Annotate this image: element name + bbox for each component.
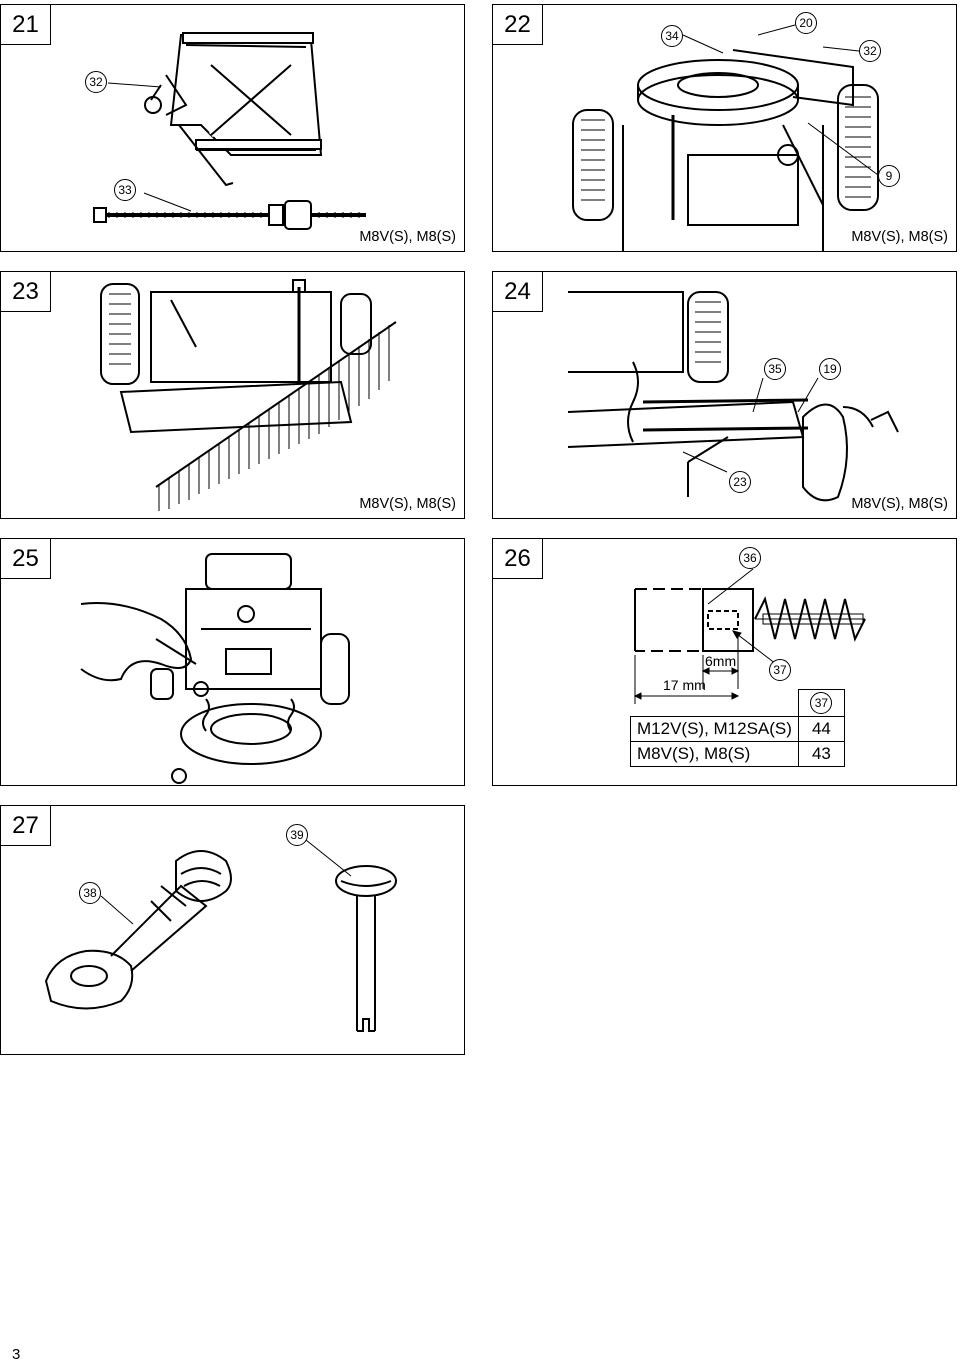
figure-22-illustration <box>572 24 879 251</box>
brush-limit-dimension: 6mm <box>705 653 737 669</box>
callout-9: 9 <box>878 165 900 187</box>
callout-32: 32 <box>85 71 107 93</box>
figure-27-illustration <box>44 835 397 1032</box>
callout-19: 19 <box>819 358 841 380</box>
callout-23: 23 <box>729 471 751 493</box>
figure-24-panel: 24 35 19 23 M8V(S), M8(S) <box>492 271 957 519</box>
figure-21-illustration <box>93 32 366 230</box>
callout-34: 34 <box>661 25 683 47</box>
figure-22-panel: 22 34 20 32 9 M8V(S), M8(S) <box>492 4 957 252</box>
model-label: M8V(S), M8(S) <box>359 496 456 512</box>
callout-39: 39 <box>286 824 308 846</box>
figure-number: 23 <box>1 272 51 312</box>
callout-35: 35 <box>764 358 786 380</box>
callout-32: 32 <box>859 40 881 62</box>
figure-number: 25 <box>1 539 51 579</box>
figure-25-illustration <box>80 553 350 784</box>
figure-24-illustration <box>567 291 899 502</box>
callout-33: 33 <box>114 179 136 201</box>
callout-38: 38 <box>79 882 101 904</box>
figure-21-panel: 21 32 33 M8V(S), M8(S) <box>0 4 465 252</box>
figure-number: 22 <box>493 5 543 45</box>
model-label: M8V(S), M8(S) <box>359 229 456 245</box>
table-cell-value: 43 <box>797 741 845 767</box>
figure-25-panel: 25 <box>0 538 465 786</box>
table-cell-value: 44 <box>797 716 845 742</box>
table-header-callout-37: 37 <box>810 692 833 714</box>
table-row: M12V(S), M12SA(S) 44 <box>630 716 845 742</box>
figure-26-panel: 26 36 37 6mm 17 mm 37 M12V(S), M12SA(S) … <box>492 538 957 786</box>
figure-23-panel: 23 M8V(S), M8(S) <box>0 271 465 519</box>
callout-37: 37 <box>769 659 791 681</box>
model-label: M8V(S), M8(S) <box>851 496 948 512</box>
callout-20: 20 <box>795 12 817 34</box>
figure-27-panel: 27 38 39 <box>0 805 465 1055</box>
table-header-row: 37 <box>631 689 845 717</box>
brush-length-dimension: 17 mm <box>663 677 706 693</box>
model-label: M8V(S), M8(S) <box>851 229 948 245</box>
table-cell-model: M8V(S), M8(S) <box>630 741 799 767</box>
callout-36: 36 <box>739 547 761 569</box>
page-number: 3 <box>12 1346 21 1363</box>
figure-number: 26 <box>493 539 543 579</box>
figure-number: 24 <box>493 272 543 312</box>
table-row: M8V(S), M8(S) 43 <box>630 741 845 767</box>
figure-number: 27 <box>1 806 51 846</box>
figure-26-illustration <box>633 568 866 704</box>
brush-length-table: 37 M12V(S), M12SA(S) 44 M8V(S), M8(S) 43 <box>630 689 845 767</box>
table-cell-model: M12V(S), M12SA(S) <box>630 716 799 742</box>
figure-number: 21 <box>1 5 51 45</box>
figure-23-illustration <box>100 279 397 511</box>
